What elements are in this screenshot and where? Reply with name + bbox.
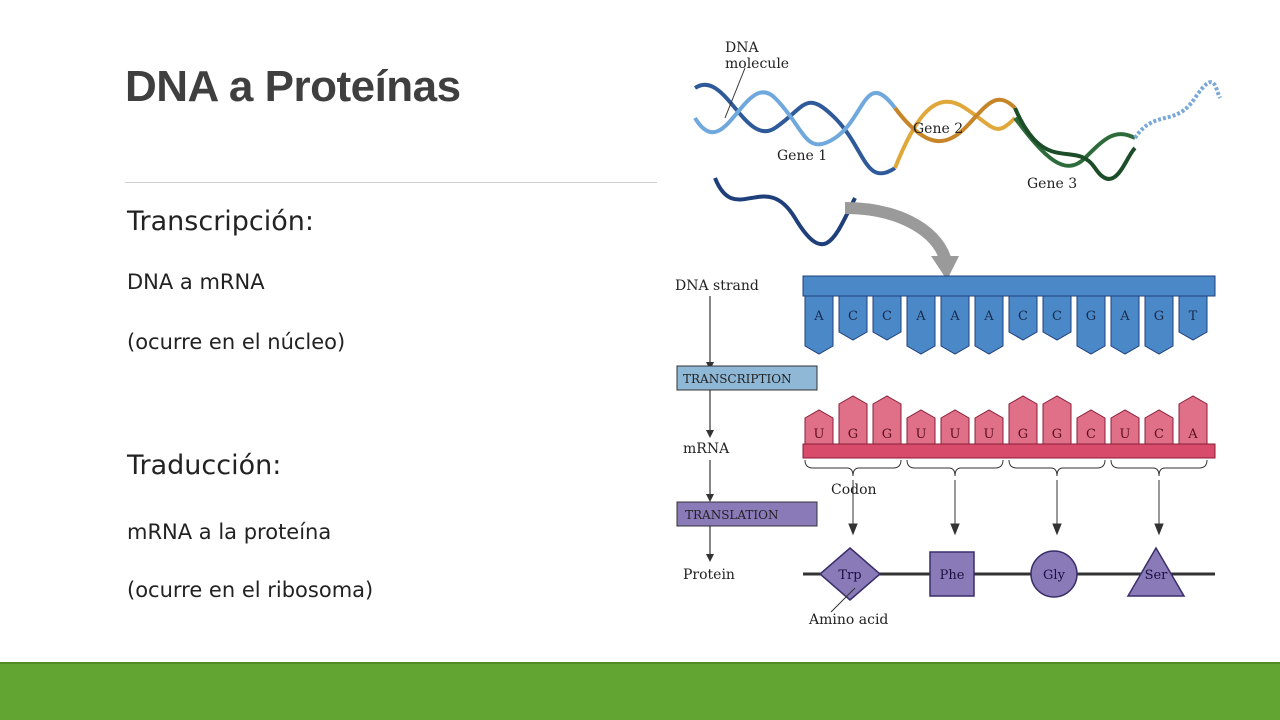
dna-base-letter: G [1154, 309, 1164, 324]
footer-bar [0, 664, 1280, 720]
mrna-flow-label: mRNA [683, 441, 730, 457]
codon-brace [804, 459, 902, 477]
transcription-line-1: DNA a mRNA [127, 270, 265, 294]
translation-line-2: (ocurre en el ribosoma) [127, 578, 374, 602]
codon-arrow-head [848, 523, 858, 536]
dna-base-letter: C [848, 309, 858, 324]
amino-acid-label: Amino acid [808, 612, 888, 628]
dna-base-letter: A [915, 309, 926, 324]
title-divider [125, 182, 657, 183]
dna-base-letter: A [949, 309, 960, 324]
footer-accent-line [0, 662, 1280, 664]
dna-base [804, 295, 834, 355]
dna-to-protein-diagram: DNA molecule Gene 1 Gene 2 Gene 3 DNA st… [655, 28, 1225, 658]
dna-base-letter: C [882, 309, 892, 324]
gene-2-label: Gene 2 [913, 121, 963, 137]
dna-base [1042, 295, 1072, 341]
dna-base-letter: A [983, 309, 994, 324]
dna-molecule-label-1: DNA [725, 40, 759, 56]
transcription-heading: Transcripción: [127, 206, 315, 237]
amino-acid-name: Gly [1043, 568, 1066, 583]
dna-helix [693, 80, 1222, 246]
codon-brace [1008, 459, 1106, 477]
amino-acid-shape [818, 547, 882, 601]
mrna-base-letter: G [848, 427, 858, 442]
translation-box [676, 501, 818, 527]
codon-label: Codon [831, 482, 877, 498]
transcription-box [676, 365, 818, 391]
codon-brace [906, 459, 1004, 477]
dna-base [1008, 295, 1038, 341]
dna-base-letter: G [1086, 309, 1096, 324]
flow-arrow-3-head [706, 494, 714, 502]
dna-base-letter: A [1119, 309, 1130, 324]
codon-braces [804, 459, 1208, 536]
transcription-line-2: (ocurre en el núcleo) [127, 330, 346, 354]
mrna-base-letter: C [1086, 427, 1096, 442]
amino-acid-pointer [830, 587, 856, 613]
dna-strand-label: DNA strand [675, 278, 759, 294]
mrna-backbone [802, 443, 1216, 459]
mrna-base-letter: A [1187, 427, 1198, 442]
mrna-base-letter: U [1120, 427, 1131, 442]
amino-acid-shape [1030, 550, 1078, 598]
protein-flow-label: Protein [683, 567, 735, 583]
mrna-base-letter: G [1018, 427, 1028, 442]
amino-acid-name: Ser [1145, 568, 1169, 583]
dna-base [1178, 295, 1208, 341]
dna-base [1076, 295, 1106, 355]
mrna-base-letter: C [1154, 427, 1164, 442]
dna-molecule-pointer [724, 67, 746, 119]
amino-acid-shape [929, 551, 975, 597]
slide-title: DNA a Proteínas [125, 62, 461, 111]
dna-base-letter: C [1052, 309, 1062, 324]
flow-arrow-2-head [706, 430, 714, 438]
mrna-base-letter: U [814, 427, 825, 442]
dna-base-letter: A [813, 309, 824, 324]
mrna-base-letter: G [882, 427, 892, 442]
codon-arrow-head [1154, 523, 1164, 536]
codon-arrow-head [950, 523, 960, 536]
transcription-box-label: TRANSCRIPTION [683, 372, 792, 386]
translation-heading: Traducción: [127, 450, 282, 481]
amino-acids: Trp Phe Gly Ser [818, 546, 1186, 601]
dna-base [1110, 295, 1140, 355]
mrna-base-letter: G [1052, 427, 1062, 442]
amino-acid-name: Trp [838, 568, 861, 583]
dna-base [906, 295, 936, 355]
gene-3-label: Gene 3 [1027, 176, 1077, 192]
amino-acid-name: Phe [940, 568, 965, 583]
dna-base [1144, 295, 1174, 355]
mrna-base-letter: U [984, 427, 995, 442]
dna-base-letter: C [1018, 309, 1028, 324]
dna-strand-backbone [802, 275, 1216, 297]
translation-box-label: TRANSLATION [685, 508, 779, 522]
flow-arrow-4-head [706, 554, 714, 562]
diagram-svg: DNA molecule Gene 1 Gene 2 Gene 3 DNA st… [675, 40, 1222, 628]
codon-brace [1110, 459, 1208, 477]
dna-base-letter: T [1189, 309, 1198, 324]
dna-base [872, 295, 902, 341]
dna-base [838, 295, 868, 341]
dna-molecule-label-2: molecule [725, 56, 789, 72]
zoom-arrow [844, 202, 951, 261]
gene-1-label: Gene 1 [777, 148, 827, 164]
mrna-base-letter: U [916, 427, 927, 442]
translation-line-1: mRNA a la proteína [127, 520, 332, 544]
dna-base [940, 295, 970, 355]
dna-base [974, 295, 1004, 355]
zoom-arrow-head [931, 256, 959, 280]
codon-arrow-head [1052, 523, 1062, 536]
amino-acid-shape [1126, 546, 1186, 597]
mrna-base-letter: U [950, 427, 961, 442]
